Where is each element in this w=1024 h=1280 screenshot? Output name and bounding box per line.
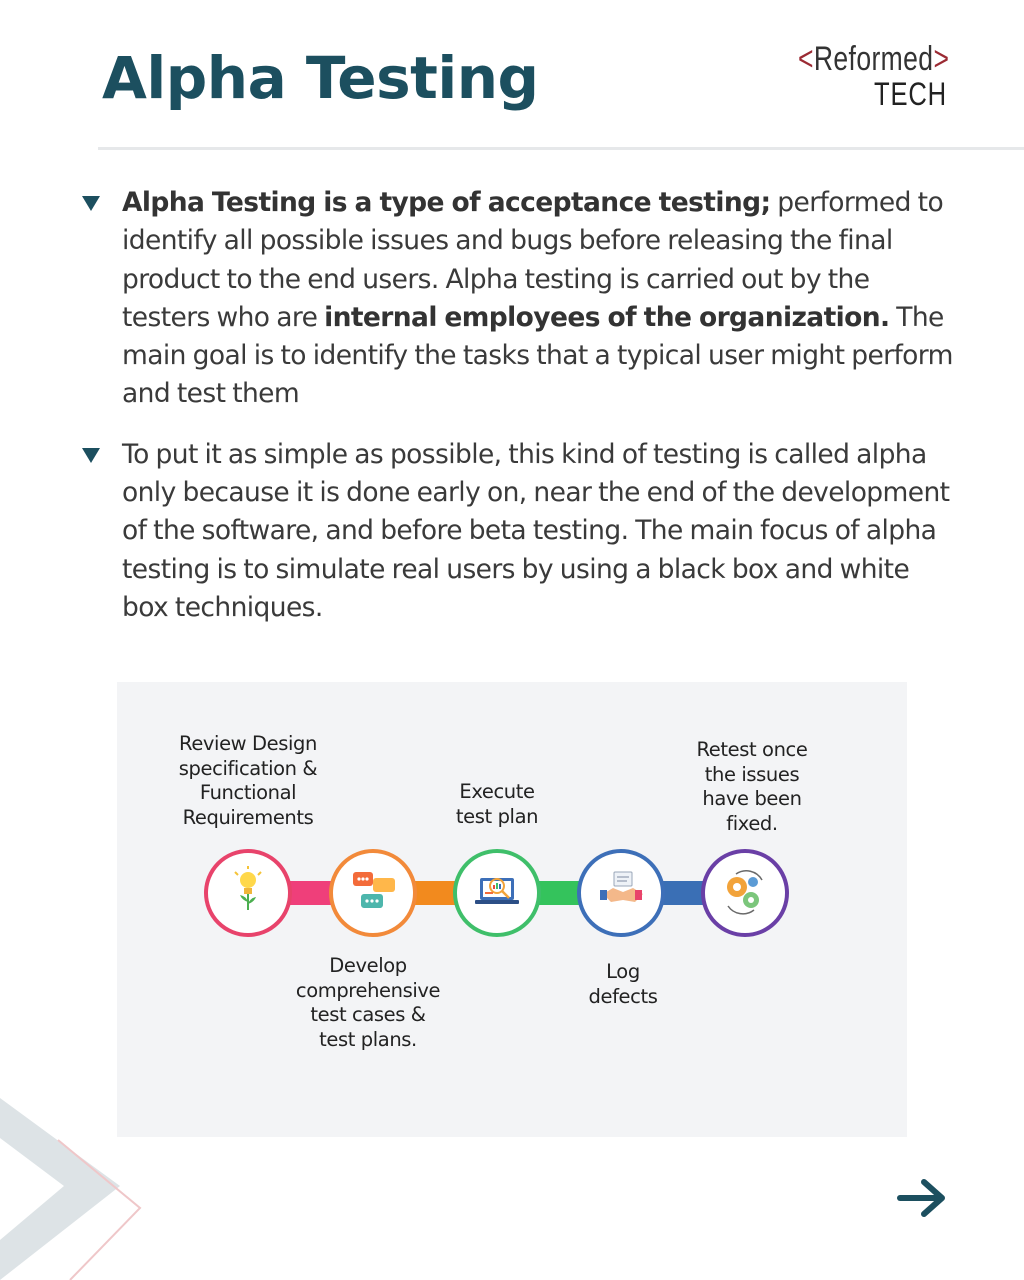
bullet-text: To put it as simple as possible, this ki… [122, 436, 960, 627]
step-2-node [329, 849, 417, 937]
gears-icon [727, 870, 763, 915]
bullet-bold-text: Alpha Testing is a type of acceptance te… [122, 187, 771, 218]
bullet-text-span: The main goal is to identify the tasks t… [122, 301, 953, 410]
connector-2 [413, 881, 457, 905]
alpha-testing-process-diagram: Review Design specification & Functional… [117, 682, 907, 1137]
step-3-node [453, 849, 541, 937]
step-4-node [577, 849, 665, 937]
step-2-label: Develop comprehensive test cases & test … [295, 954, 441, 1051]
connector-3 [537, 881, 581, 905]
logo-close-bracket: > [933, 40, 950, 78]
triangle-bullet-icon [82, 447, 100, 463]
handshake-icon [600, 871, 643, 902]
step-1-label: Review Design specification & Functional… [178, 732, 318, 829]
reformed-tech-logo: <Reformed> TECH [798, 40, 962, 116]
arrow-right-icon[interactable] [896, 1176, 948, 1220]
bullet-text: Alpha Testing is a type of acceptance te… [122, 184, 960, 414]
step-3-label: Execute test plan [455, 780, 539, 828]
header-divider [98, 147, 1024, 150]
chat-bubbles-icon [353, 872, 395, 908]
decorative-chevron-shape [0, 1098, 142, 1280]
triangle-bullet-icon [82, 196, 100, 211]
laptop-chart-icon [475, 878, 519, 904]
bullet-item: To put it as simple as possible, this ki… [80, 436, 960, 627]
connector-1 [287, 881, 333, 905]
logo-open-bracket: < [798, 40, 814, 78]
step-1-node [204, 849, 292, 937]
bullet-bold-text: internal employees of the organization. [324, 301, 890, 333]
logo-brand: Reformed [813, 40, 934, 78]
bullet-item: Alpha Testing is a type of acceptance te… [80, 184, 960, 414]
step-4-label: Log defects [588, 960, 658, 1008]
connector-4 [661, 881, 705, 905]
bullet-text-span: performed to identify all possible issue… [122, 187, 944, 333]
step-5-label: Retest once the issues have been fixed. [696, 738, 808, 835]
process-flow-graphic [204, 849, 789, 937]
logo-sub: TECH [874, 76, 947, 112]
page-title: Alpha Testing [102, 44, 539, 112]
bullet-text-span: To put it as simple as possible, this ki… [122, 438, 950, 623]
step-5-node [701, 849, 789, 937]
lightbulb-icon [234, 866, 262, 910]
bullet-list: Alpha Testing is a type of acceptance te… [80, 184, 960, 649]
